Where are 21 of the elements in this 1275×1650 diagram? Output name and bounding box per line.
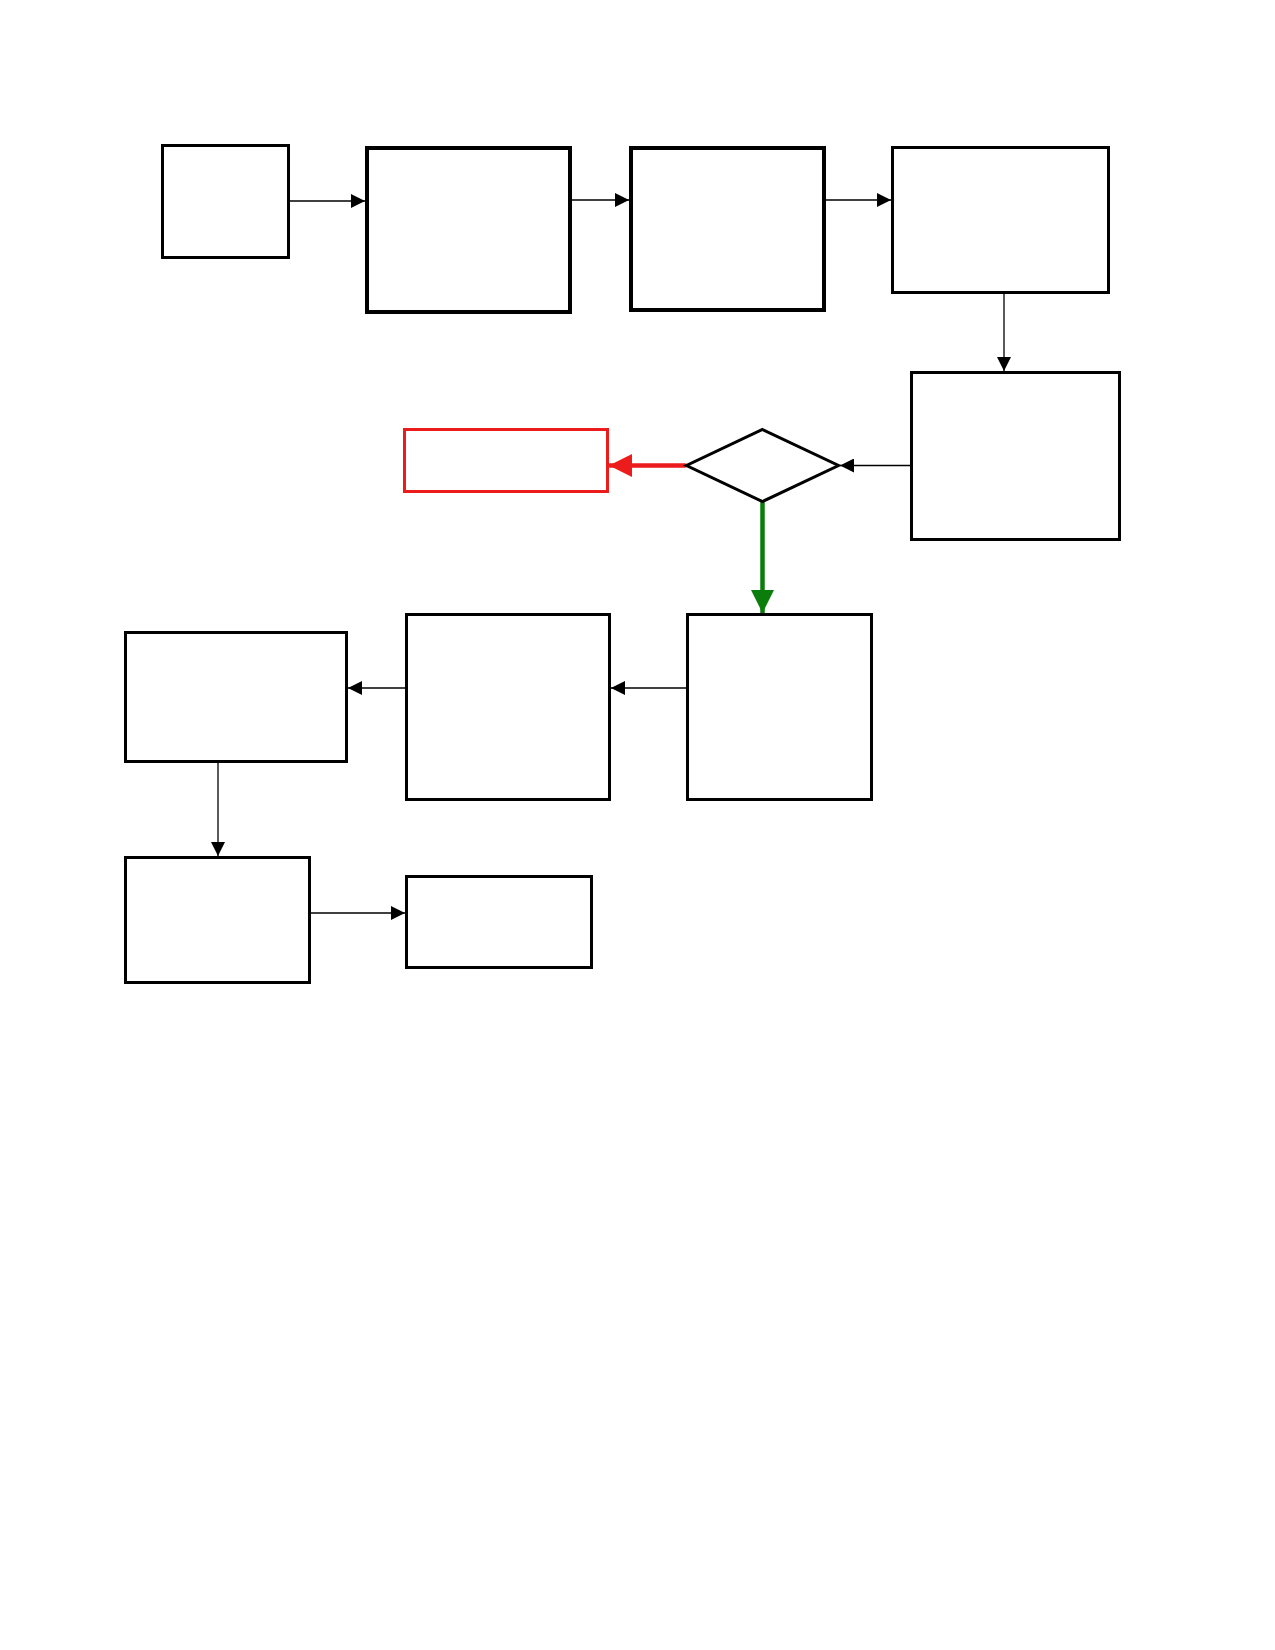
process-box (891, 146, 1110, 294)
arrow (839, 458, 911, 473)
process-box (161, 144, 290, 259)
process-box (405, 875, 593, 969)
process-box (124, 856, 311, 984)
arrow (310, 906, 406, 920)
arrow (211, 762, 225, 857)
process-box (403, 428, 609, 493)
process-box (124, 631, 348, 763)
arrow (571, 193, 630, 207)
process-box (686, 613, 873, 801)
arrow (825, 193, 892, 207)
process-box (629, 146, 826, 312)
process-box (365, 146, 572, 314)
arrow (997, 293, 1011, 372)
process-box (405, 613, 611, 801)
arrow (610, 681, 687, 695)
decision-diamond (685, 428, 840, 503)
arrow (289, 194, 366, 208)
process-box (910, 371, 1121, 541)
arrow (347, 681, 406, 695)
